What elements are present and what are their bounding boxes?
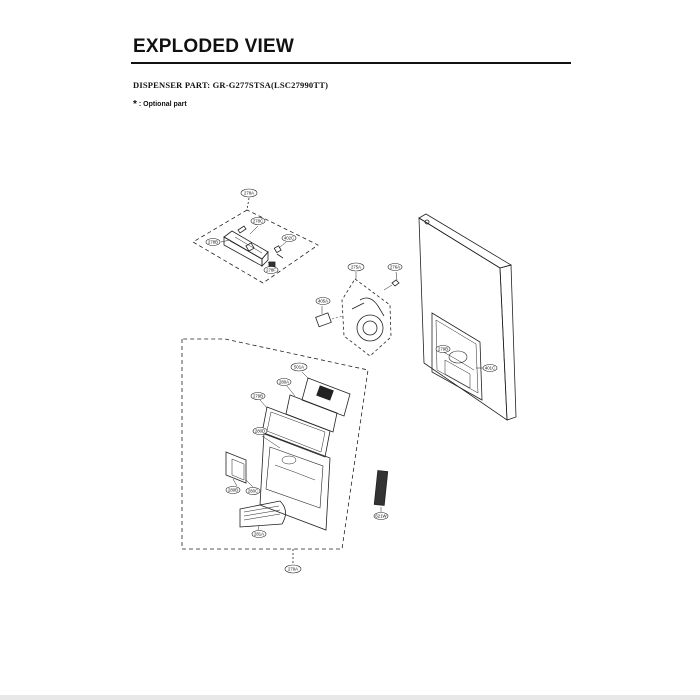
callout-bubble — [205, 238, 221, 246]
dispenser-part-heading: DISPENSER PART: GR-G277STSA(LSC27990TT) — [133, 80, 329, 90]
title-divider — [131, 62, 571, 64]
label-279b-door: 279B — [438, 347, 448, 352]
callout-bubble — [250, 392, 266, 400]
label-401c: 401C — [485, 366, 495, 371]
label-278a: 278A — [244, 191, 254, 196]
label-405a: 405A — [318, 299, 328, 304]
label-276a: 276A — [390, 265, 400, 270]
optional-star-icon: * — [133, 99, 137, 110]
callout-bubble — [245, 487, 261, 495]
door-panel — [418, 213, 517, 421]
label-278c: 278C — [253, 219, 263, 224]
callout-bubble — [347, 262, 365, 272]
label-280d: 280D — [255, 429, 265, 434]
label-275a: 275A — [351, 265, 361, 270]
label-501a: 501A — [294, 365, 304, 370]
optional-note-text: : Optional part — [138, 101, 187, 108]
callout-bubble — [250, 217, 266, 225]
callout-bubble — [252, 427, 268, 435]
callout-bubble — [290, 362, 308, 372]
label-621w: 621W — [375, 514, 387, 519]
label-281a: 281A — [254, 532, 264, 537]
callout-bubble — [435, 345, 451, 353]
callout-bubble — [225, 486, 241, 494]
callout-bubble — [281, 234, 297, 242]
callout-bubble — [482, 364, 498, 372]
optional-part-note: *: Optional part — [133, 99, 187, 110]
label-279a: 279A — [288, 567, 298, 572]
motor-assembly-group — [315, 271, 400, 357]
callout-bubble — [263, 266, 279, 274]
dispenser-frame-group — [181, 338, 369, 564]
callout-bubble — [373, 512, 389, 520]
label-280c: 280C — [248, 489, 258, 494]
callout-bubble — [387, 263, 403, 271]
callout-bubble — [240, 188, 258, 198]
label-278b: 278B — [208, 240, 218, 245]
page-bottom-edge — [0, 695, 700, 700]
page-title: EXPLODED VIEW — [133, 36, 294, 57]
callout-bubble — [315, 297, 331, 305]
trim-piece-621w — [373, 470, 389, 512]
callout-bubble — [251, 530, 267, 538]
label-280a: 280A — [279, 380, 289, 385]
label-402c: 402C — [284, 236, 294, 241]
callout-bubble — [276, 378, 292, 386]
label-280b: 280B — [228, 488, 238, 493]
callout-bubble — [284, 564, 302, 574]
label-278f: 278F — [266, 268, 276, 273]
label-279b: 279B — [253, 394, 263, 399]
